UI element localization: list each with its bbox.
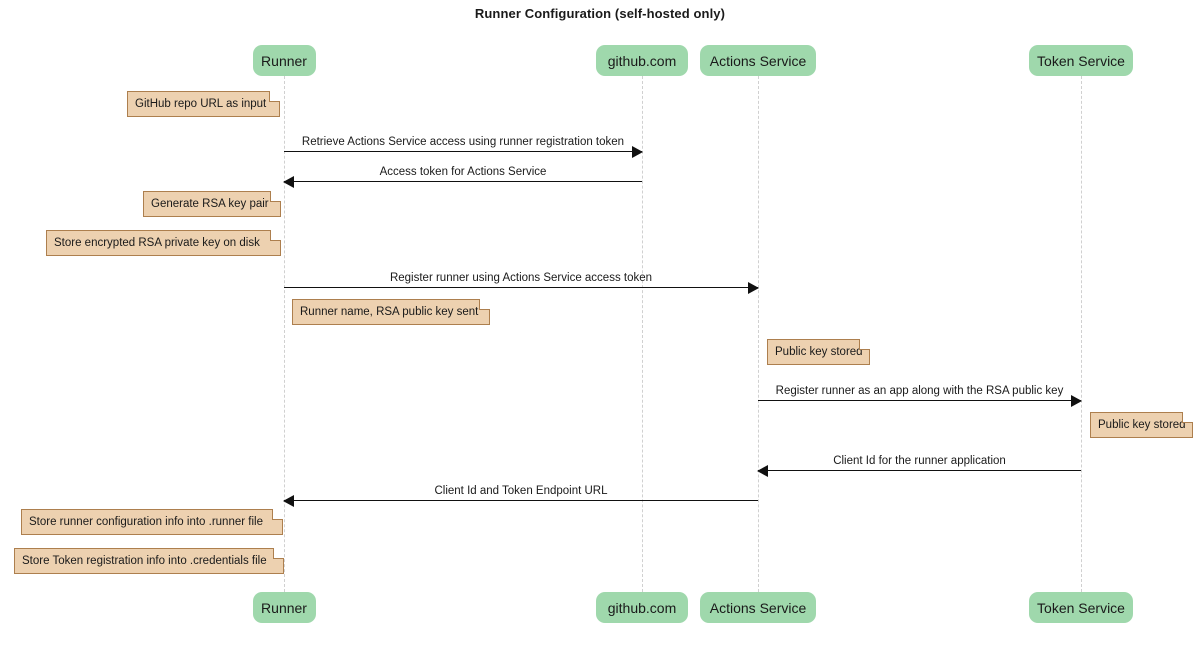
message-line <box>284 287 758 288</box>
lifeline-runner <box>284 76 285 592</box>
participant-runner-bottom[interactable]: Runner <box>252 592 316 623</box>
participant-label: Token Service <box>1037 599 1125 616</box>
participant-actions-bottom[interactable]: Actions Service <box>700 592 816 623</box>
participant-token-bottom[interactable]: Token Service <box>1029 592 1133 623</box>
message-label: Register runner using Actions Service ac… <box>389 272 653 284</box>
participant-token-top[interactable]: Token Service <box>1029 45 1133 76</box>
lifeline-actions <box>758 76 759 592</box>
msg-client-id[interactable]: Client Id for the runner application <box>757 451 1081 477</box>
message-line <box>284 151 642 152</box>
note-store-encrypted-rsa[interactable]: Store encrypted RSA private key on disk <box>46 230 281 256</box>
participant-github-top[interactable]: github.com <box>596 45 688 76</box>
note-store-runner-config[interactable]: Store runner configuration info into .ru… <box>21 509 283 535</box>
message-line <box>758 470 1081 471</box>
note-fold-corner-icon <box>272 509 283 520</box>
note-text: Store Token registration info into .cred… <box>22 555 267 567</box>
participant-label: Runner <box>261 599 307 616</box>
participant-actions-top[interactable]: Actions Service <box>700 45 816 76</box>
note-text: Store encrypted RSA private key on disk <box>54 237 260 249</box>
arrowhead-right-icon <box>632 145 643 158</box>
note-text: Public key stored <box>1098 419 1186 431</box>
note-text: Runner name, RSA public key sent <box>300 306 479 318</box>
note-text: Public key stored <box>775 346 863 358</box>
note-fold-corner-icon <box>859 339 870 350</box>
arrowhead-right-icon <box>748 281 759 294</box>
note-fold-corner-icon <box>1182 412 1193 423</box>
lifeline-token <box>1081 76 1082 592</box>
note-fold-corner-icon <box>270 191 281 202</box>
note-fold-corner-icon <box>479 299 490 310</box>
note-public-key-stored-actions[interactable]: Public key stored <box>767 339 870 365</box>
msg-access-token[interactable]: Access token for Actions Service <box>283 162 642 188</box>
note-fold-corner-icon <box>273 548 284 559</box>
note-store-token-registration[interactable]: Store Token registration info into .cred… <box>14 548 284 574</box>
message-line <box>284 181 642 182</box>
note-text: GitHub repo URL as input <box>135 98 267 110</box>
lifeline-github <box>642 76 643 592</box>
msg-client-id-token-endpoint[interactable]: Client Id and Token Endpoint URL <box>283 481 758 507</box>
note-fold-corner-icon <box>270 230 281 241</box>
participant-runner-top[interactable]: Runner <box>252 45 316 76</box>
participant-label: github.com <box>607 52 677 69</box>
msg-register-runner-app[interactable]: Register runner as an app along with the… <box>758 381 1082 407</box>
message-label: Access token for Actions Service <box>379 166 547 178</box>
note-generate-rsa[interactable]: Generate RSA key pair <box>143 191 281 217</box>
participant-label: github.com <box>607 599 677 616</box>
participant-label: Actions Service <box>709 599 807 616</box>
arrowhead-left-icon <box>757 464 768 477</box>
arrowhead-left-icon <box>283 175 294 188</box>
note-fold-corner-icon <box>269 91 280 102</box>
message-line <box>758 400 1081 401</box>
note-text: Generate RSA key pair <box>151 198 269 210</box>
msg-register-runner[interactable]: Register runner using Actions Service ac… <box>284 268 759 294</box>
note-github-repo-url[interactable]: GitHub repo URL as input <box>127 91 280 117</box>
msg-retrieve-actions-access[interactable]: Retrieve Actions Service access using ru… <box>284 132 643 158</box>
participant-label: Runner <box>261 52 307 69</box>
message-label: Client Id for the runner application <box>833 455 1006 467</box>
diagram-title: Runner Configuration (self-hosted only) <box>474 6 726 21</box>
message-label: Register runner as an app along with the… <box>775 385 1064 397</box>
note-text: Store runner configuration info into .ru… <box>29 516 263 528</box>
note-public-key-stored-token[interactable]: Public key stored <box>1090 412 1193 438</box>
participant-github-bottom[interactable]: github.com <box>596 592 688 623</box>
message-label: Client Id and Token Endpoint URL <box>434 485 608 497</box>
message-label: Retrieve Actions Service access using ru… <box>301 136 625 148</box>
participant-label: Token Service <box>1037 52 1125 69</box>
note-runner-name-public-key[interactable]: Runner name, RSA public key sent <box>292 299 490 325</box>
arrowhead-left-icon <box>283 494 294 507</box>
arrowhead-right-icon <box>1071 394 1082 407</box>
participant-label: Actions Service <box>709 52 807 69</box>
message-line <box>284 500 758 501</box>
